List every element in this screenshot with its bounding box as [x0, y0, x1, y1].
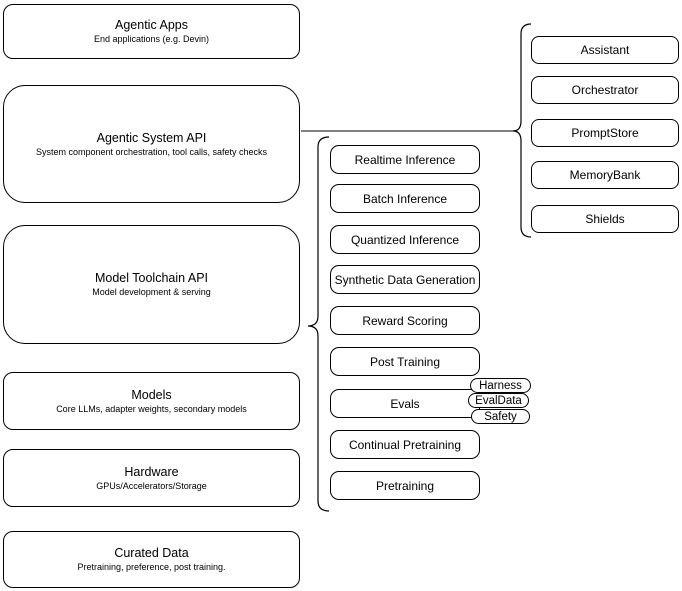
- node-quantized-inference: Quantized Inference: [330, 225, 480, 254]
- node-post-training: Post Training: [330, 347, 480, 376]
- node-shields: Shields: [531, 205, 679, 233]
- node-curated-data: Curated Data Pretraining, preference, po…: [3, 531, 300, 588]
- node-subtitle: Core LLMs, adapter weights, secondary mo…: [56, 403, 247, 414]
- node-orchestrator: Orchestrator: [531, 76, 679, 104]
- tag-safety: Safety: [471, 409, 530, 424]
- tag-evaldata: EvalData: [468, 393, 529, 408]
- node-subtitle: System component orchestration, tool cal…: [35, 146, 268, 157]
- node-title: Curated Data: [114, 546, 189, 560]
- node-subtitle: GPUs/Accelerators/Storage: [96, 480, 207, 491]
- node-title: Agentic Apps: [115, 18, 188, 32]
- node-subtitle: Model development & serving: [92, 287, 211, 297]
- node-realtime-inference: Realtime Inference: [330, 145, 480, 174]
- node-subtitle: End applications (e.g. Devin): [93, 34, 210, 44]
- node-models: Models Core LLMs, adapter weights, secon…: [3, 372, 300, 430]
- brace-toolchain: [307, 136, 330, 512]
- brace-system-components: [512, 23, 532, 238]
- tag-harness: Harness: [470, 378, 531, 393]
- node-title: Hardware: [124, 464, 179, 479]
- node-reward-scoring: Reward Scoring: [330, 306, 480, 335]
- node-title: Model Toolchain API: [94, 271, 209, 285]
- node-batch-inference: Batch Inference: [330, 184, 480, 213]
- node-memorybank: MemoryBank: [531, 161, 679, 189]
- node-continual-pretraining: Continual Pretraining: [330, 430, 480, 459]
- node-pretraining: Pretraining: [330, 471, 480, 500]
- node-promptstore: PromptStore: [531, 119, 679, 147]
- node-evals: Evals: [330, 389, 480, 418]
- node-model-toolchain-api: Model Toolchain API Model development & …: [3, 225, 300, 344]
- node-title: Models: [131, 387, 172, 402]
- node-subtitle: Pretraining, preference, post training.: [77, 562, 226, 572]
- node-title: Agentic System API: [96, 130, 207, 145]
- node-agentic-system-api: Agentic System API System component orch…: [3, 85, 300, 203]
- node-assistant: Assistant: [531, 36, 679, 64]
- node-synthetic-data-generation: Synthetic Data Generation: [330, 265, 480, 294]
- node-agentic-apps: Agentic Apps End applications (e.g. Devi…: [3, 4, 300, 59]
- node-hardware: Hardware GPUs/Accelerators/Storage: [3, 449, 300, 507]
